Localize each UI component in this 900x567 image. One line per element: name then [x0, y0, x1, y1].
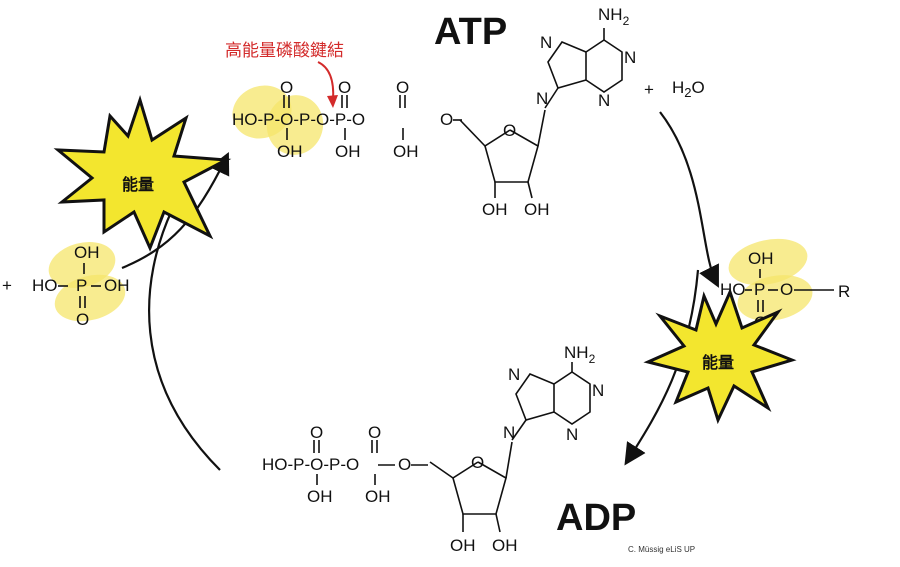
adp-n-label: N	[503, 423, 515, 442]
adp-ribose: O OH OH	[429, 441, 518, 555]
transferred-phosphate-oh: OH	[748, 249, 774, 268]
atp-n-label: N	[624, 48, 636, 67]
atp-phosphate-highlight	[232, 85, 324, 155]
hydrolysis-arrow-to-adp	[624, 269, 700, 466]
water-formula: H2O	[672, 78, 705, 100]
free-phosphate-o-bottom: O	[76, 310, 89, 329]
atp-bridge-oxygen: O	[440, 110, 453, 129]
transferred-phosphate-highlight	[728, 238, 813, 321]
adp-n-label: N	[592, 381, 604, 400]
free-phosphate-oh-right: OH	[104, 276, 130, 295]
phosphate-plus-sign: +	[2, 276, 12, 295]
high-energy-bond-arrowhead	[327, 95, 338, 108]
transferred-phosphate-p: P	[754, 280, 765, 299]
transferred-phosphate-ho: HO	[720, 280, 746, 299]
atp-ribose: O OH OH	[459, 109, 550, 219]
adp-title: ADP	[556, 497, 636, 539]
transferred-phosphate-o: O	[780, 280, 793, 299]
adp-ring-oxygen: O	[471, 453, 484, 472]
atp-amino-group: NH2	[598, 5, 630, 28]
energy-burst-left: 能量	[53, 95, 232, 252]
adp-ribose-oh: OH	[450, 536, 476, 555]
atp-phosphate-chain: HO-P-O-P-O-P-O O O O O OH OH OH	[232, 78, 462, 161]
adp-phosphate-oh: OH	[307, 487, 333, 506]
adp-phosphate-oxygen: O	[310, 423, 323, 442]
water-plus-sign: +	[644, 80, 654, 99]
atp-phosphate-oh: OH	[277, 142, 303, 161]
hydrolysis-arrow-to-phosphate	[659, 111, 719, 288]
energy-label-right: 能量	[702, 353, 734, 372]
adp-ribose-oh: OH	[492, 536, 518, 555]
free-phosphate: + OH HO P OH O	[2, 243, 130, 329]
atp-ring-oxygen: O	[503, 121, 516, 140]
adp-chain-text: HO-P-O-P-O	[262, 455, 359, 474]
adp-amino-group: NH2	[564, 343, 596, 366]
adp-phosphate-oxygen: O	[368, 423, 381, 442]
atp-phosphate-oh: OH	[335, 142, 361, 161]
atp-ribose-oh: OH	[482, 200, 508, 219]
adp-phosphate-chain: HO-P-O-P-O O O O OH OH	[262, 423, 428, 506]
atp-phosphate-oh: OH	[393, 142, 419, 161]
image-credit: C. Müssig eLiS UP	[628, 545, 695, 554]
adp-n-label: N	[508, 365, 520, 384]
atp-phosphate-oxygen: O	[280, 78, 293, 97]
adp-bridge-oxygen: O	[398, 455, 411, 474]
free-phosphate-oh-top: OH	[74, 243, 100, 262]
free-phosphate-ho: HO	[32, 276, 58, 295]
atp-adenine: NH2 N N N N	[536, 5, 636, 110]
energy-label-left: 能量	[122, 175, 154, 194]
high-energy-bond-label: 高能量磷酸鍵結	[225, 41, 344, 61]
atp-phosphate-oxygen: O	[396, 78, 409, 97]
synthesis-arrow-to-atp	[121, 152, 230, 270]
atp-phosphate-oxygen: O	[338, 78, 351, 97]
r-group: R	[838, 282, 850, 301]
atp-n-label: N	[536, 89, 548, 108]
atp-n-label: N	[540, 33, 552, 52]
free-phosphate-p: P	[76, 276, 87, 295]
free-phosphate-highlight	[48, 241, 126, 322]
adp-n-label: N	[566, 425, 578, 444]
atp-title: ATP	[434, 11, 507, 53]
synthesis-arrow-up	[148, 209, 221, 471]
energy-burst-right: 能量	[643, 287, 797, 425]
atp-ribose-oh: OH	[524, 200, 550, 219]
atp-chain-text: HO-P-O-P-O-P-O	[232, 110, 365, 129]
atp-n-label: N	[598, 91, 610, 110]
high-energy-bond-pointer	[317, 61, 335, 101]
adp-adenine: NH2 N N N N	[503, 343, 604, 444]
adp-phosphate-oh: OH	[365, 487, 391, 506]
